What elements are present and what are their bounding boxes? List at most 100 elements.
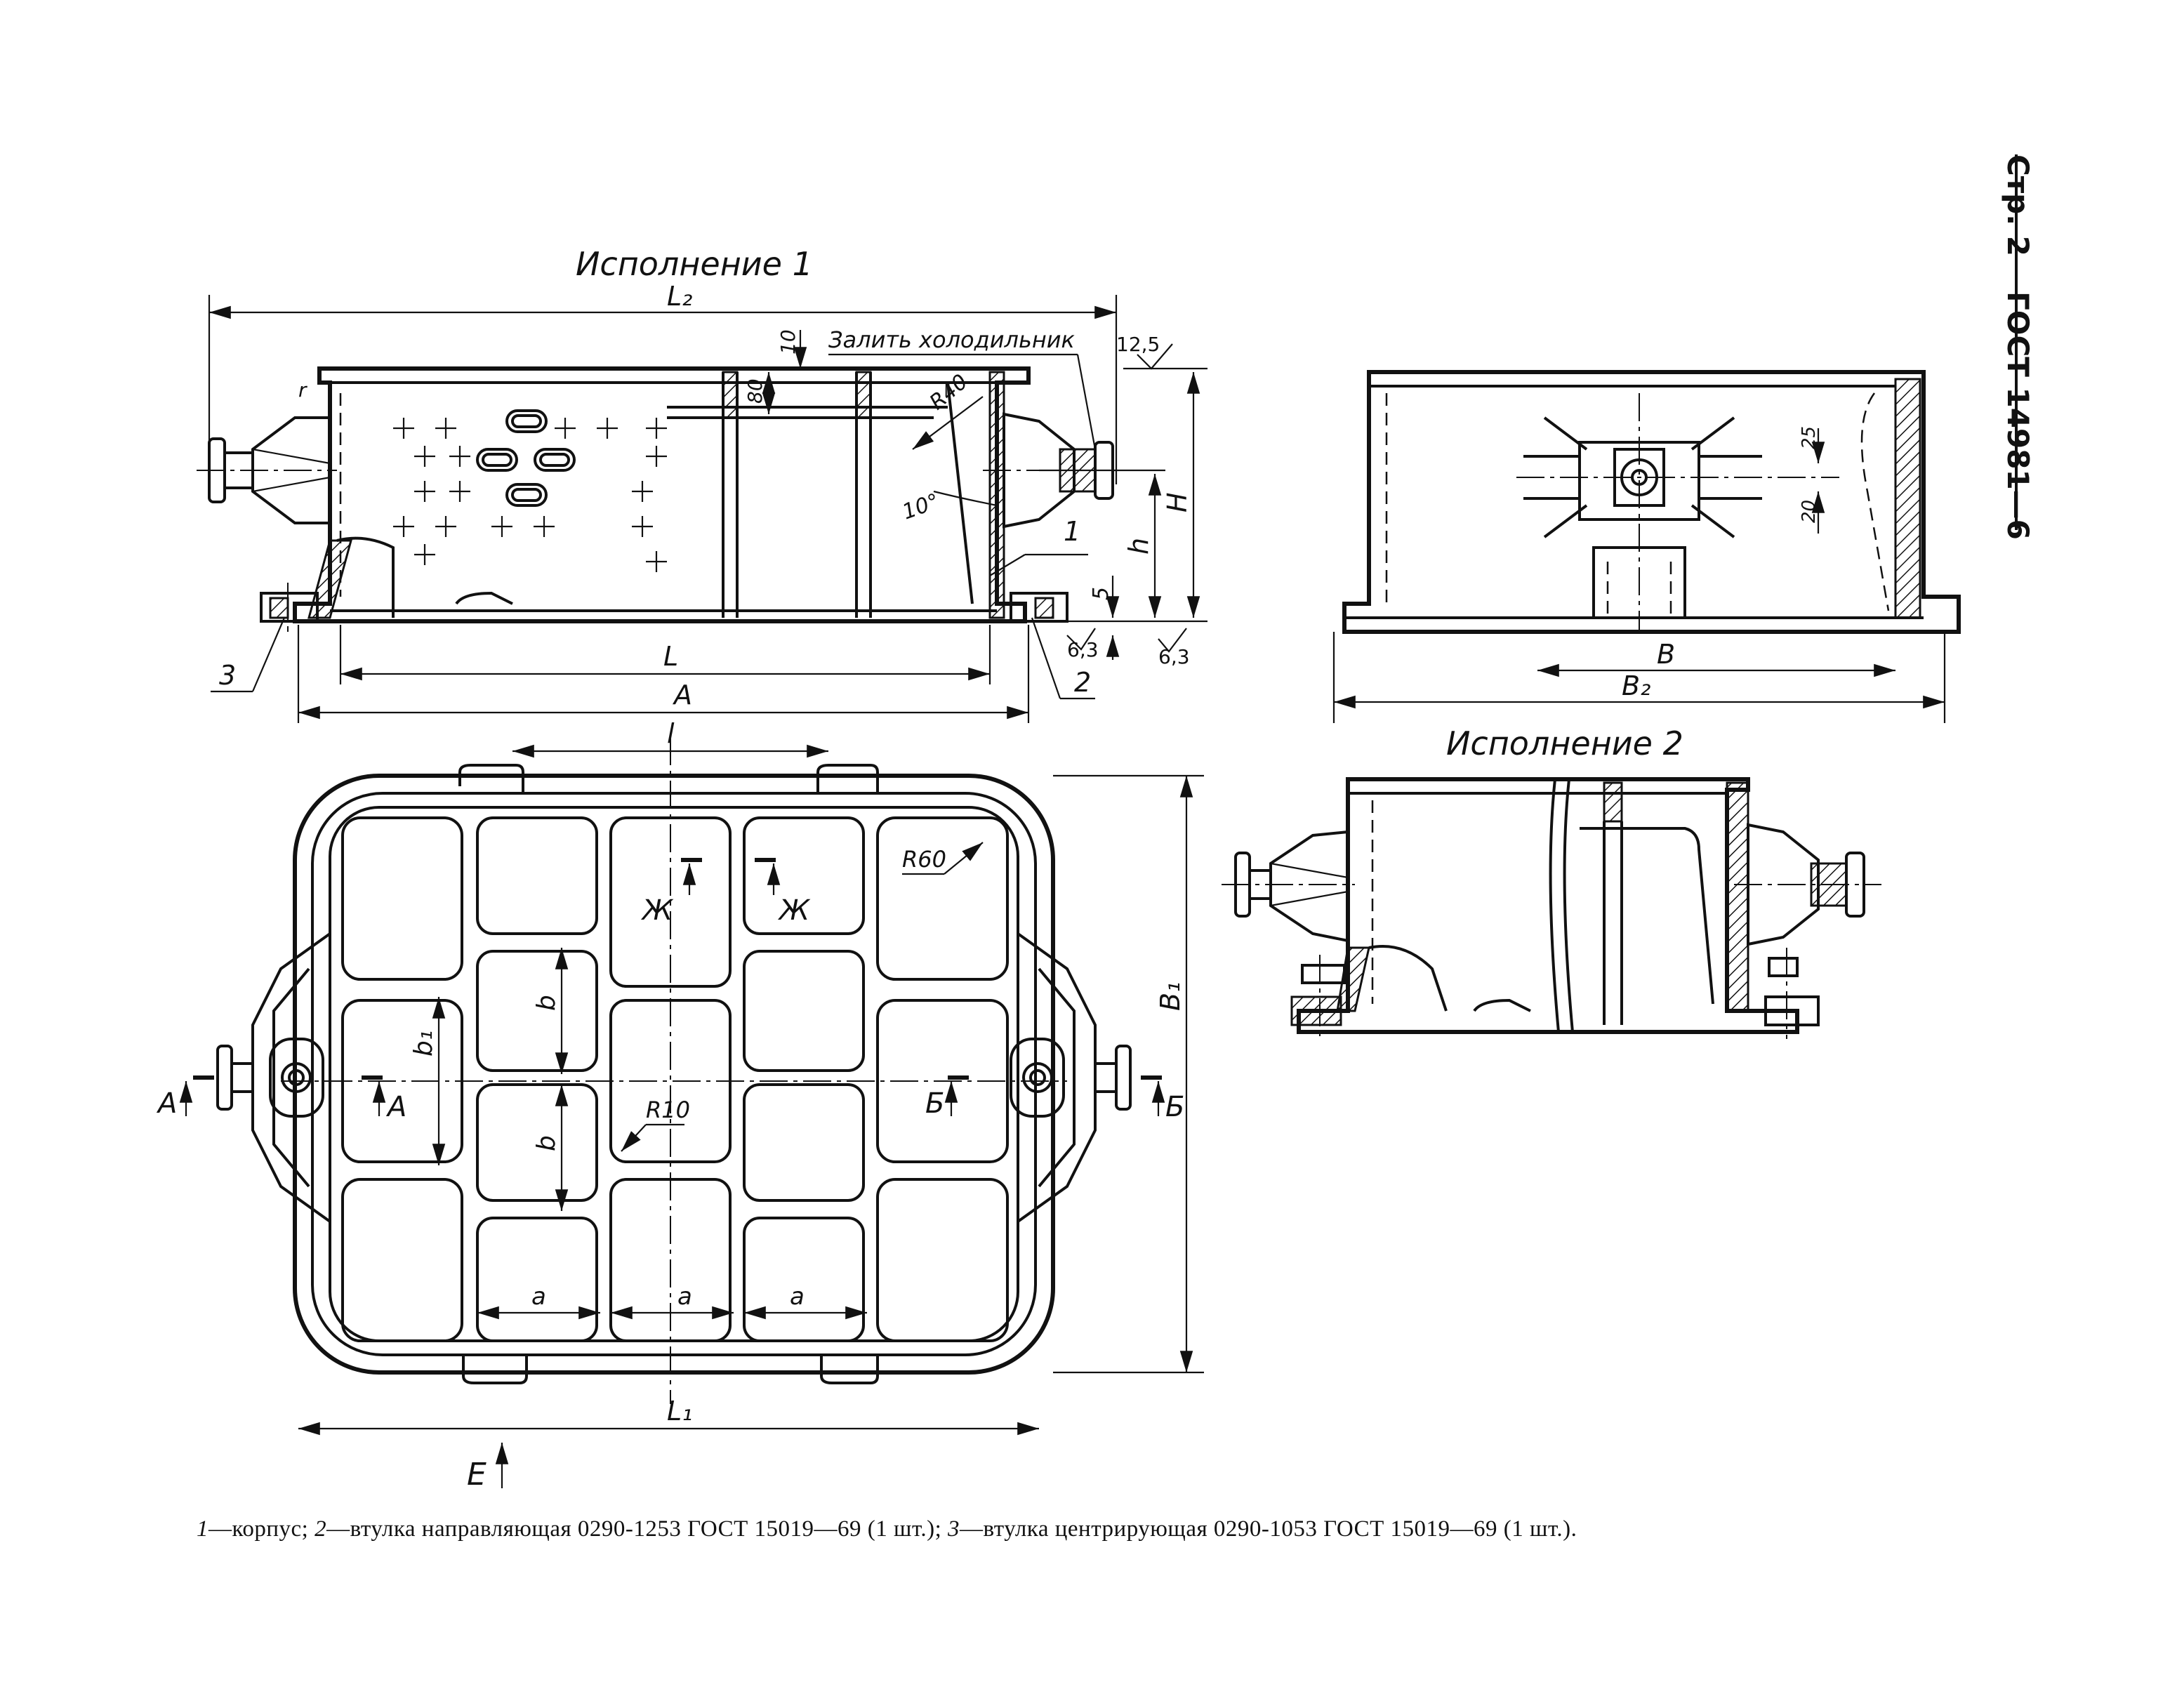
plan-outer-frame-b: [311, 792, 1037, 1356]
v2-break-left: [1549, 779, 1560, 1033]
variant-2-view: Исполнение 2: [1222, 724, 1881, 1039]
section-label-A-left: А: [156, 1087, 177, 1120]
right-foot: [1010, 592, 1068, 623]
plan-right-trunnion: [1010, 932, 1132, 1223]
v2-left-foot: [1290, 995, 1342, 1026]
left-wall-section: [307, 539, 352, 619]
figure-caption: 1—корпус; 2—втулка направляющая 0290-125…: [197, 1516, 1966, 1542]
dim-label-b-1: b: [532, 995, 561, 1011]
right-inner-wall: [946, 381, 990, 604]
v2-right-foot-top: [1768, 957, 1799, 977]
standard-label: ГОСТ 14981—69: [2001, 291, 2035, 541]
callout-1: 1: [1064, 516, 1080, 547]
v2-right-wall-section: [1726, 781, 1749, 1012]
callout-3-leader: [251, 617, 286, 692]
dim-label-b1: b₁: [409, 1031, 438, 1057]
lug-bottom-left: [462, 1355, 528, 1384]
note-leader-b: [1076, 354, 1097, 450]
note-chill: Залить холодильник: [828, 326, 1076, 353]
dim-label-80: 80: [743, 378, 767, 404]
v2-outline: [1297, 777, 1799, 1034]
leader-R40: [912, 396, 984, 450]
v2-break-curve: [1368, 945, 1448, 1012]
dim-label-25: 25: [1799, 426, 1820, 449]
v2-inner-wall: [1580, 827, 1714, 1005]
dim-label-5: 5: [1089, 587, 1113, 600]
v2-right-trunnion: [1734, 823, 1881, 946]
v2-left-wall-section: [1336, 946, 1370, 1012]
page-header: Стр. 2 ГОСТ 14981—69: [2001, 154, 2035, 541]
caption-item-2: —втулка направляющая 0290-1253 ГОСТ 1501…: [326, 1516, 948, 1542]
roughness-mark: [1137, 343, 1173, 370]
radius-R60: R60: [902, 846, 946, 873]
roughness-12-5: 12,5: [1116, 333, 1160, 356]
view-label-E: Е: [467, 1457, 487, 1492]
variant-1-title: Исполнение 1: [576, 245, 813, 283]
page-label: Стр. 2: [2001, 154, 2035, 256]
v2-right-foot: [1764, 995, 1820, 1026]
left-trunnion: [197, 416, 337, 524]
caption-num-3: 3: [948, 1516, 960, 1542]
R60-leader: [944, 842, 984, 875]
section-label-Zh-left: Ж: [640, 894, 674, 927]
angle-10: 10°: [899, 489, 943, 524]
dim-label-B2: B₂: [1622, 670, 1650, 701]
dim-label-L1: L₁: [667, 1396, 692, 1426]
dim-label-a-1: a: [531, 1283, 546, 1311]
v2-break-right: [1563, 779, 1574, 1033]
left-foot: [260, 583, 319, 632]
callout-1-leader: [989, 554, 1026, 576]
rib-1-section: [722, 371, 739, 419]
section-label-B-right: Б: [1165, 1091, 1184, 1123]
v2-rib-section: [1603, 781, 1623, 823]
callout-2: 2: [1074, 667, 1091, 698]
section-marker-B: Б Б: [925, 1075, 1184, 1123]
variant-2-title: Исполнение 2: [1446, 724, 1683, 762]
caption-num-2: 2: [315, 1516, 327, 1542]
lug-bottom-right: [820, 1355, 879, 1384]
plan-left-trunnion: [216, 932, 331, 1223]
dim-label-A: A: [672, 680, 692, 710]
dim-label-h: h: [1123, 538, 1154, 555]
base-lug: [455, 591, 513, 605]
section-label-B-left: Б: [925, 1087, 944, 1120]
dim-label-10: 10: [776, 329, 800, 355]
rib-2-section: [855, 371, 872, 419]
lug-top-right: [816, 764, 879, 793]
dim-label-L: L: [663, 641, 678, 672]
section-label-Zh-right: Ж: [777, 894, 811, 927]
side-wall-section: [1894, 378, 1921, 619]
section-marker-Zh: Ж Ж: [640, 858, 811, 927]
dim-label-20: 20: [1799, 500, 1820, 523]
dim-label-B: B: [1657, 639, 1675, 670]
fillet-r: r: [298, 378, 307, 402]
vent-marks: [393, 418, 667, 572]
callout-3: 3: [219, 660, 236, 691]
v2-left-trunnion: [1222, 830, 1355, 943]
plan-view: l B₁ L₁ b b b₁ a a a R60 R10 А: [156, 718, 1204, 1492]
plan-outer-frame: [293, 774, 1055, 1375]
radius-R10: R10: [646, 1097, 690, 1123]
variant-1-front-view: Исполнение 1 L₂: [197, 245, 1207, 723]
R10-leader: [621, 1124, 647, 1152]
roughness-mark: [1158, 628, 1187, 653]
side-outline: [1342, 370, 1961, 634]
side-hidden-curve: [1860, 392, 1890, 611]
roughness-6-3-b: 6,3: [1158, 645, 1190, 668]
caption-num-1: 1: [197, 1516, 209, 1542]
section-label-A-right: А: [385, 1091, 406, 1123]
side-view: 25 20 B B₂: [1332, 370, 1961, 723]
caption-item-1: —корпус;: [209, 1516, 315, 1542]
roughness-mark: [1066, 628, 1096, 651]
view-marker-E: Е: [467, 1443, 509, 1492]
dim-label-H: H: [1162, 492, 1193, 512]
dim-label-L2: L₂: [667, 281, 692, 312]
dim-label-B1: B₁: [1155, 982, 1186, 1011]
caption-item-3: —втулка центрирующая 0290-1053 ГОСТ 1501…: [960, 1516, 1577, 1542]
plan-inner-frame: [329, 806, 1019, 1342]
section-marker-A: А А: [156, 1075, 406, 1123]
dim-label-b-2: b: [532, 1135, 561, 1151]
dim-label-a-2: a: [677, 1283, 692, 1311]
roughness-6-3-a: 6,3: [1067, 638, 1099, 661]
